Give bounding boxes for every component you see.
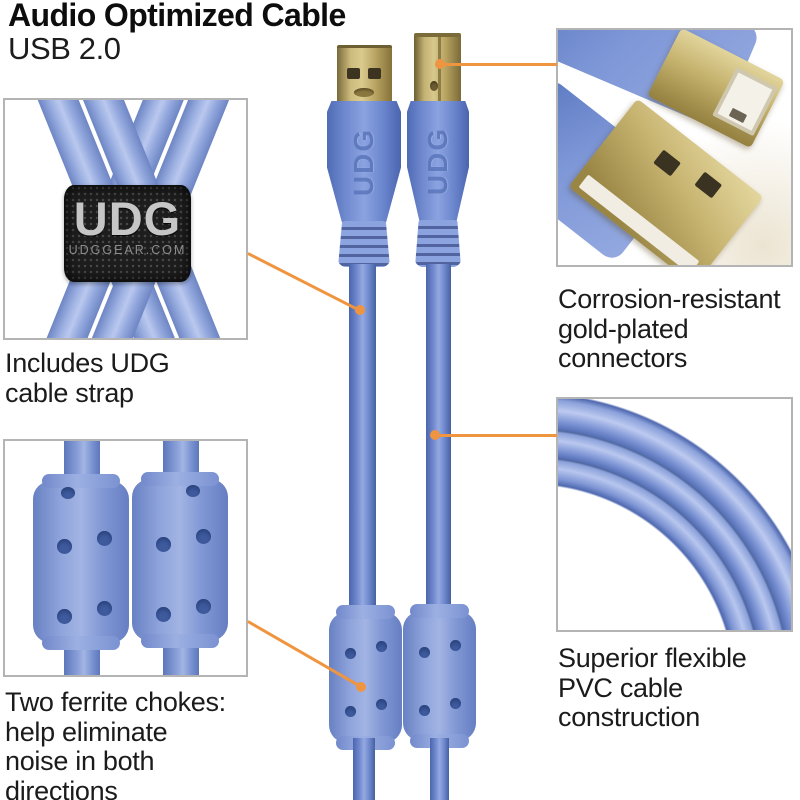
- cable-right-end: [430, 738, 449, 800]
- choke-hole: [57, 609, 72, 624]
- choke-hole: [156, 607, 171, 622]
- choke-notch: [186, 485, 200, 497]
- choke-hole: [376, 699, 387, 710]
- usb-a-stamp: [354, 88, 374, 97]
- choke-hole: [196, 529, 211, 544]
- ferrite-choke-right: [403, 604, 476, 748]
- usb-b-hole: [430, 81, 438, 91]
- choke-notch: [61, 487, 75, 499]
- coiled-cable-photo: [558, 399, 791, 630]
- usb-b-boot: UDG: [407, 101, 469, 221]
- usb-b-contact: [728, 107, 748, 124]
- ferrite-choke-left: [329, 605, 402, 750]
- usb-a-connector: [337, 45, 392, 105]
- feature-box-pvc-cable: [556, 397, 793, 632]
- choke-hole: [376, 641, 387, 652]
- usb-a-slot: [347, 68, 360, 79]
- choke-hole: [419, 705, 430, 716]
- strain-relief: [338, 221, 390, 267]
- strain-relief: [415, 220, 461, 267]
- feature-box-cable-strap: UDG UDGGEAR.COM: [3, 98, 248, 340]
- choke-hole: [97, 531, 112, 546]
- cable-right: [426, 264, 451, 616]
- udg-emboss-label: UDG: [422, 126, 453, 196]
- callout-dot-chokes: [356, 682, 366, 692]
- callout-dot-strap: [355, 305, 365, 315]
- ferrite-choke: [33, 474, 129, 650]
- cable-left-end: [353, 738, 375, 800]
- callout-line-pvc-cable: [439, 434, 557, 437]
- usb-a-slot: [694, 171, 723, 199]
- callout-line-connectors: [444, 63, 557, 66]
- udg-emboss-label: UDG: [348, 127, 379, 196]
- cable-left: [349, 264, 376, 616]
- callout-dot-connectors: [435, 59, 445, 69]
- choke-hole: [97, 601, 112, 616]
- caption-ferrite-chokes: Two ferrite chokes: help eliminate noise…: [5, 687, 226, 800]
- choke-hole: [450, 640, 461, 651]
- caption-cable-strap: Includes UDG cable strap: [5, 348, 170, 408]
- callout-dot-pvc-cable: [430, 430, 440, 440]
- usb-b-seam: [437, 37, 441, 105]
- caption-gold-connectors: Corrosion-resistant gold-plated connecto…: [558, 284, 781, 373]
- choke-hole: [345, 648, 356, 659]
- choke-hole: [419, 647, 430, 658]
- usb-a-slot: [368, 68, 381, 79]
- page-title: Audio Optimized Cable: [8, 0, 346, 33]
- usb-b-connector: [414, 33, 461, 105]
- choke-hole: [196, 599, 211, 614]
- choke-hole: [345, 706, 356, 717]
- usb-a-slot: [653, 149, 681, 177]
- choke-hole: [156, 537, 171, 552]
- feature-box-gold-connectors: [556, 28, 793, 267]
- strap-brand-label: UDG: [73, 192, 182, 245]
- caption-pvc-cable: Superior flexible PVC cable construction: [558, 643, 747, 732]
- usb-a-boot: UDG: [327, 101, 401, 222]
- page-subtitle: USB 2.0: [8, 31, 121, 66]
- choke-hole: [57, 539, 72, 554]
- udg-cable-strap: UDG UDGGEAR.COM: [64, 185, 191, 282]
- ferrite-choke: [132, 472, 228, 648]
- feature-box-ferrite-chokes: [3, 439, 248, 677]
- strap-url-label: UDGGEAR.COM: [68, 243, 187, 257]
- choke-hole: [450, 698, 461, 709]
